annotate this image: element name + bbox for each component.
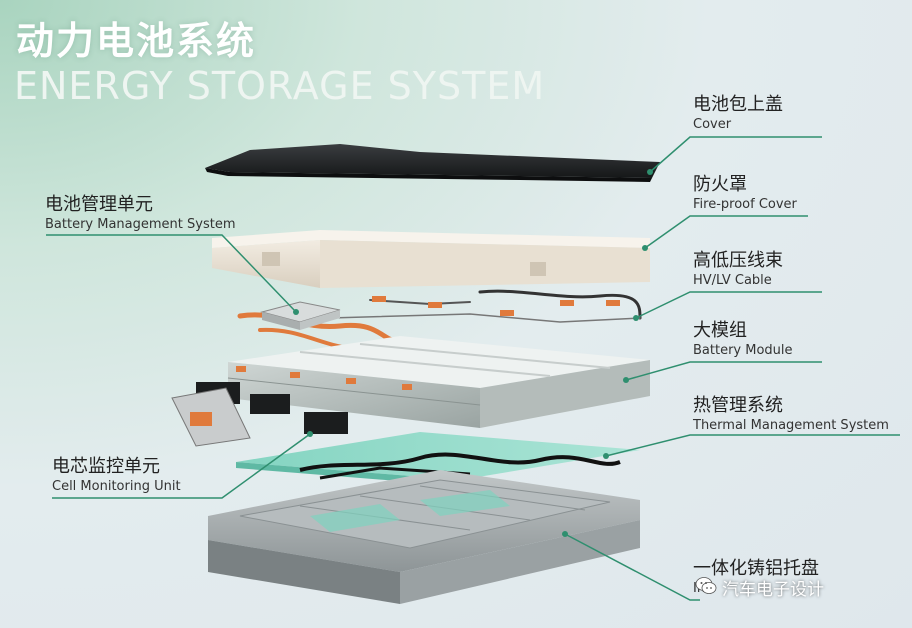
label-thermal: 热管理系统 Thermal Management System [693, 395, 889, 434]
wechat-icon [695, 577, 717, 594]
label-module-cn: 大模组 [693, 320, 747, 341]
label-thermal-en: Thermal Management System [693, 418, 889, 433]
leader-dots [293, 169, 653, 537]
fireproof-cover-part [212, 230, 650, 288]
cover-part [205, 144, 660, 182]
bms-part [260, 301, 341, 330]
battery-module-part [196, 336, 650, 434]
page-subtitle: ENERGY STORAGE SYSTEM [14, 64, 546, 108]
leader-lines [46, 136, 900, 601]
page-title: 动力电池系统 [16, 19, 257, 63]
cmu-part [171, 387, 251, 447]
label-cmu-en: Cell Monitoring Unit [52, 479, 181, 494]
label-module: 大模组 Battery Module [693, 320, 793, 359]
label-cmu: 电芯监控单元 Cell Monitoring Unit [52, 456, 181, 495]
tray-part [208, 470, 640, 604]
label-thermal-cn: 热管理系统 [693, 395, 783, 416]
label-bms-cn: 电池管理单元 [45, 194, 153, 215]
label-tray-cn: 一体化铸铝托盘 [693, 558, 819, 579]
label-cable: 高低压线束 HV/LV Cable [693, 250, 783, 289]
label-cmu-cn: 电芯监控单元 [52, 456, 160, 477]
label-module-en: Battery Module [693, 343, 793, 358]
label-fireproof-cn: 防火罩 [693, 174, 747, 195]
label-cable-en: HV/LV Cable [693, 273, 772, 288]
watermark-text: 汽车电子设计 [722, 580, 824, 600]
label-cover-cn: 电池包上盖 [693, 94, 783, 115]
label-cable-cn: 高低压线束 [693, 250, 783, 271]
label-cover-en: Cover [693, 117, 732, 132]
label-cover: 电池包上盖 Cover [693, 94, 783, 133]
label-fireproof-en: Fire-proof Cover [693, 197, 797, 212]
label-fireproof: 防火罩 Fire-proof Cover [693, 174, 797, 213]
label-bms: 电池管理单元 Battery Management System [45, 194, 236, 233]
label-bms-en: Battery Management System [45, 217, 236, 232]
